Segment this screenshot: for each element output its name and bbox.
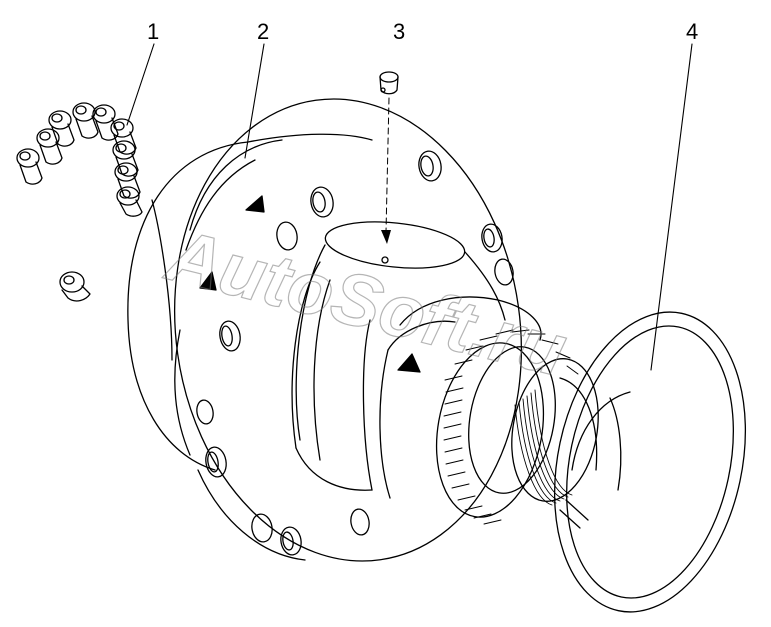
set-screw — [36, 128, 63, 165]
leader-line-4 — [650, 43, 693, 371]
callout-2: 2 — [257, 19, 270, 44]
callout-4: 4 — [686, 19, 699, 44]
retaining-ring — [553, 311, 747, 613]
leader-lines — [126, 43, 693, 371]
leader-line-1 — [126, 43, 155, 126]
set-screw — [112, 140, 139, 177]
plug — [379, 71, 399, 95]
set-screw — [72, 102, 99, 139]
set-screws — [16, 102, 143, 302]
leader-line-2 — [244, 43, 265, 159]
callout-3: 3 — [393, 19, 406, 44]
set-screw — [110, 118, 137, 155]
assembly-line — [385, 97, 390, 233]
callout-1: 1 — [147, 19, 160, 44]
splined-sleeve — [387, 296, 599, 525]
set-screw — [114, 162, 141, 199]
set-screw — [16, 148, 43, 185]
set-screw-loose — [59, 271, 91, 302]
flange-bolt-holes — [196, 150, 514, 556]
assembly-arrow-head — [381, 230, 391, 244]
set-screw — [116, 186, 143, 217]
hub-body — [127, 98, 523, 562]
set-screw — [48, 110, 75, 147]
set-screw — [92, 104, 119, 141]
spline-teeth — [443, 329, 579, 525]
